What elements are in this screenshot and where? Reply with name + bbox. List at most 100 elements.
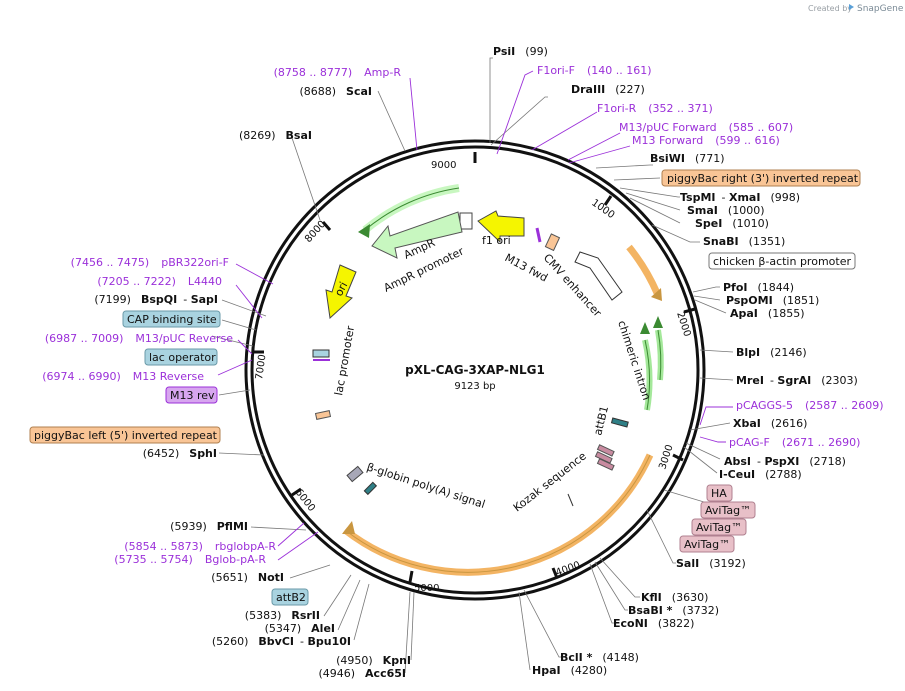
- credit-brand: SnapGene: [857, 4, 904, 14]
- enzyme-i-ceui[interactable]: I-CeuI: [719, 468, 755, 481]
- primer-f1ori-r[interactable]: F1ori-R: [597, 102, 637, 115]
- box-piggybac-right-label: piggyBac right (3') inverted repeat: [667, 172, 859, 185]
- svg-text:(8688)ScaI: (8688)ScaI: [299, 85, 372, 98]
- leader-lines: [211, 57, 734, 674]
- svg-text:AbsI- PspXI(2718): AbsI- PspXI(2718): [724, 455, 846, 468]
- primer-pbr322ori-f[interactable]: pBR322ori-F: [161, 256, 229, 269]
- box-cap-binding-site[interactable]: CAP binding site: [122, 310, 221, 328]
- gene-orange-arc-core: [344, 454, 651, 573]
- enzyme-bcli[interactable]: BclI *: [560, 651, 593, 664]
- enzyme-alei-pos: (5347): [265, 622, 302, 635]
- label-ori: ori: [332, 280, 350, 299]
- primer-m13-puc-reverse[interactable]: M13/pUC Reverse: [135, 332, 233, 345]
- enzyme-noti[interactable]: NotI: [258, 571, 284, 584]
- enzyme-sphi[interactable]: SphI: [189, 447, 217, 460]
- svg-text:(5735 .. 5754)Bglob-pA-R: (5735 .. 5754)Bglob-pA-R: [114, 553, 266, 566]
- primer-pcag-f[interactable]: pCAG-F: [729, 436, 770, 449]
- box-attb2[interactable]: attB2: [271, 588, 309, 606]
- primer-amp-r[interactable]: Amp-R: [364, 66, 401, 79]
- box-avitag-1[interactable]: AviTag™: [700, 501, 756, 519]
- svg-text:(7199)BspQI- SapI: (7199)BspQI- SapI: [94, 293, 218, 306]
- enzyme-sali[interactable]: SalI: [676, 557, 699, 570]
- label-m13-fwd: M13 fwd: [503, 251, 550, 284]
- primer-leader-lines: [217, 70, 733, 561]
- lac-operator-marker: [312, 349, 330, 358]
- enzyme-apai[interactable]: ApaI: [730, 307, 758, 320]
- enzyme-blpi[interactable]: BlpI: [736, 346, 760, 359]
- enzyme-bpu10i[interactable]: Bpu10I: [308, 635, 352, 648]
- tick-6000: 6000: [293, 487, 317, 514]
- tick-1000: 1000: [589, 197, 616, 221]
- primer-f1ori-f[interactable]: F1ori-F: [537, 64, 575, 77]
- enzyme-snabi[interactable]: SnaBI: [703, 235, 739, 248]
- enzyme-rsrii[interactable]: RsrII: [291, 609, 320, 622]
- enzyme-draiii[interactable]: DraIII: [571, 83, 605, 96]
- enzyme-hpai[interactable]: HpaI: [532, 664, 561, 677]
- attb2-marker: [363, 481, 378, 496]
- enzyme-tspmi[interactable]: TspMI: [680, 191, 716, 204]
- box-cap-binding-site-label: CAP binding site: [127, 313, 217, 326]
- enzyme-scai[interactable]: ScaI: [346, 85, 372, 98]
- enzyme-bspqi[interactable]: BspQI: [141, 293, 177, 306]
- box-avitag-2[interactable]: AviTag™: [691, 518, 747, 536]
- enzyme-bsai[interactable]: BsaI: [286, 129, 312, 142]
- box-avitag-3[interactable]: AviTag™: [679, 535, 735, 553]
- enzyme-pspxi[interactable]: PspXI: [765, 455, 800, 468]
- enzyme-bsabi[interactable]: BsaBI *: [628, 604, 673, 617]
- primer-m13-puc-reverse-pos: (6987 .. 7009): [45, 332, 124, 345]
- bglobin-marker: [346, 465, 364, 483]
- enzyme-kfli[interactable]: KflI: [641, 591, 662, 604]
- chicken-actin-promoter-arc: [626, 244, 661, 295]
- primer-l4440[interactable]: L4440: [188, 275, 222, 288]
- primer-rbglobpa-r[interactable]: rbglobpA-R: [215, 540, 276, 553]
- enzyme-bbvci[interactable]: BbvCI: [258, 635, 294, 648]
- primer-m13-forward[interactable]: M13 Forward: [632, 134, 703, 147]
- box-piggybac-right[interactable]: piggyBac right (3') inverted repeat: [661, 169, 861, 187]
- enzyme-acc65i[interactable]: Acc65I: [365, 667, 406, 680]
- primer-m13-reverse[interactable]: M13 Reverse: [133, 370, 204, 383]
- enzyme-sphi-pos: (6452): [143, 447, 180, 460]
- enzyme-xmai[interactable]: XmaI: [729, 191, 760, 204]
- credit-created-by: Created by: [808, 4, 852, 13]
- enzyme-spei[interactable]: SpeI: [695, 217, 722, 230]
- svg-text:SmaI(1000): SmaI(1000): [687, 204, 764, 217]
- enzyme-absi[interactable]: AbsI: [724, 455, 751, 468]
- box-piggybac-left[interactable]: piggyBac left (5') inverted repeat: [29, 426, 221, 444]
- intron-arrowhead-2: [653, 316, 663, 328]
- primer-bglob-pa-r[interactable]: Bglob-pA-R: [205, 553, 267, 566]
- enzyme-bsiwi[interactable]: BsiWI: [650, 152, 685, 165]
- enzyme-econi[interactable]: EcoNI: [613, 617, 648, 630]
- enzyme-pflmi[interactable]: PflMI: [217, 520, 248, 533]
- primer-m13-puc-forward-pos: (585 .. 607): [729, 121, 794, 134]
- f1-ori-box: [459, 212, 473, 230]
- chimeric-intron-arc-2-core: [657, 329, 662, 381]
- enzyme-xbai[interactable]: XbaI: [733, 417, 761, 430]
- chimeric-intron-arc-1-core: [644, 339, 651, 411]
- svg-text:M13/pUC Forward(585 .. 607): M13/pUC Forward (585 .. 607): [619, 121, 793, 134]
- enzyme-blpi-pos: (2146): [770, 346, 807, 359]
- primer-labels: F1ori-F(140 .. 161) F1ori-R(352 .. 371) …: [42, 64, 883, 566]
- box-chicken-actin-promoter[interactable]: chicken β-actin promoter: [708, 252, 856, 270]
- enzyme-pspomi[interactable]: PspOMI: [726, 294, 773, 307]
- svg-text:ApaI(1855): ApaI(1855): [730, 307, 804, 320]
- primer-m13-puc-forward[interactable]: M13/pUC Forward: [619, 121, 717, 134]
- enzyme-sgrai[interactable]: SgrAI: [777, 374, 811, 387]
- gene-arc-arrowhead: [342, 521, 355, 534]
- enzyme-smai[interactable]: SmaI: [687, 204, 718, 217]
- primer-pcaggs-5-pos: (2587 .. 2609): [805, 399, 884, 412]
- box-ha[interactable]: HA: [706, 484, 733, 502]
- enzyme-sapi[interactable]: SapI: [191, 293, 218, 306]
- tick-7000: 7000: [254, 354, 268, 381]
- enzyme-kpni[interactable]: KpnI: [383, 654, 411, 667]
- box-m13-rev[interactable]: M13 rev: [165, 386, 218, 404]
- svg-text:(4950)KpnI: (4950)KpnI: [336, 654, 411, 667]
- svg-text:BlpI(2146): BlpI (2146): [736, 346, 807, 359]
- enzyme-pfoi[interactable]: PfoI: [723, 281, 748, 294]
- attb1-marker: [610, 417, 629, 428]
- box-lac-operator[interactable]: lac operator: [144, 348, 218, 366]
- enzyme-pspomi-pos: (1851): [783, 294, 820, 307]
- enzyme-psii[interactable]: PsiI: [493, 45, 515, 58]
- enzyme-alei[interactable]: AleI: [311, 622, 335, 635]
- enzyme-mrei[interactable]: MreI: [736, 374, 764, 387]
- primer-pcaggs-5[interactable]: pCAGGS-5: [736, 399, 793, 412]
